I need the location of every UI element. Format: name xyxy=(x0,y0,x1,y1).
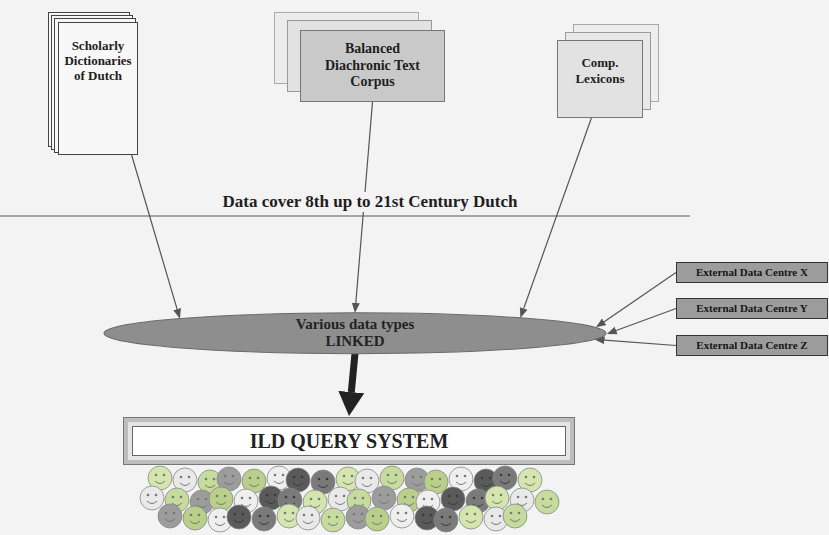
node-text: External Data Centre Y xyxy=(696,302,808,315)
query-system-box: ILD QUERY SYSTEM xyxy=(132,426,566,456)
node-text: Comp. Lexicons xyxy=(561,55,639,86)
flow-arrow xyxy=(351,354,355,393)
user-smileys xyxy=(140,466,559,532)
node-text: Scholarly Dictionaries of Dutch xyxy=(62,39,134,84)
link-arrow xyxy=(524,118,592,309)
dictionary-stack: Scholarly Dictionaries of Dutch xyxy=(58,22,138,155)
node-text: Various data types LINKED xyxy=(270,316,440,351)
external-centre-box: External Data Centre Z xyxy=(676,335,828,356)
node-text: External Data Centre X xyxy=(696,266,808,279)
external-centre-box: External Data Centre X xyxy=(676,262,828,283)
node-text: ILD QUERY SYSTEM xyxy=(250,429,449,453)
corpus-stack: Balanced Diachronic Text Corpus xyxy=(300,30,445,102)
node-text: Balanced Diachronic Text Corpus xyxy=(315,41,430,91)
linked-ellipse: Various data types LINKED xyxy=(102,312,608,355)
divider-line xyxy=(0,215,690,217)
external-centre-box: External Data Centre Y xyxy=(676,298,828,319)
link-arrow xyxy=(604,273,676,322)
link-arrow xyxy=(616,309,676,331)
band-label: Data cover 8th up to 21st Century Dutch xyxy=(219,192,522,212)
link-arrow xyxy=(605,340,676,345)
lexicon-stack: Comp. Lexicons xyxy=(557,40,643,118)
node-text: External Data Centre Z xyxy=(696,339,807,352)
link-arrow xyxy=(132,155,178,309)
